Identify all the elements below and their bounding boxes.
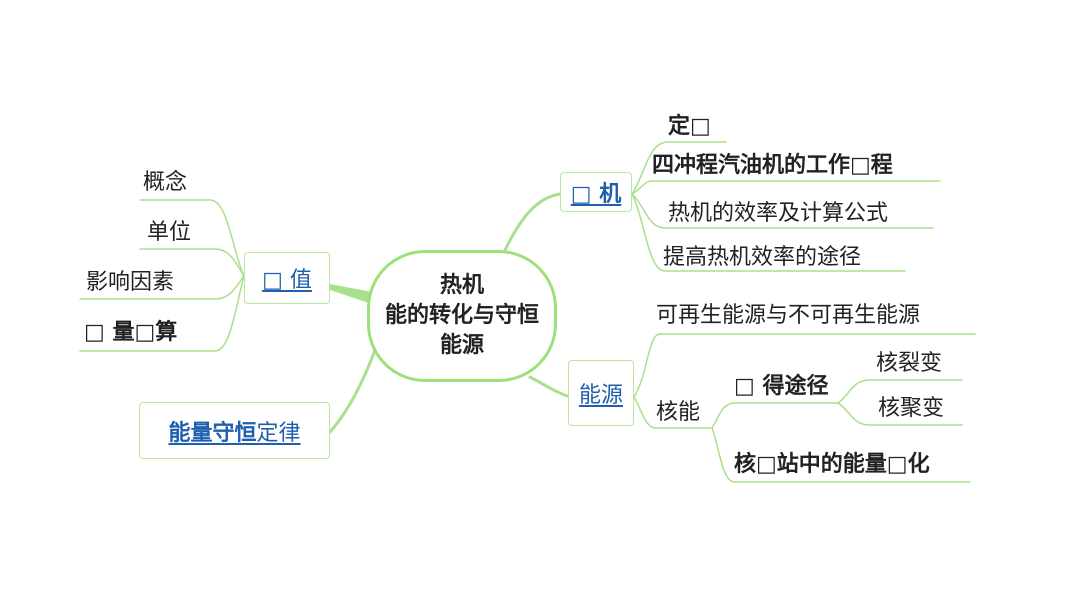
- nuclear-item-plant: 核□站中的能量□化: [734, 452, 930, 477]
- link-center-conservation: [328, 348, 377, 434]
- acquire-item-fusion: 核聚变: [878, 396, 945, 421]
- branch-heat-value[interactable]: □ 值: [244, 252, 330, 304]
- branch-conservation-link[interactable]: 能量守恒定律: [168, 415, 300, 447]
- link-engine-4stroke: [631, 180, 941, 195]
- link-engine-improve: [631, 193, 906, 272]
- value-item-concept: 概念: [143, 170, 188, 195]
- value-item-factors: 影响因素: [86, 270, 175, 295]
- link-energy-nuclear: [633, 396, 713, 429]
- link-center-energy-source: [528, 375, 572, 399]
- acquire-item-fission: 核裂变: [876, 351, 943, 376]
- engine-item-definition: 定□: [668, 114, 711, 139]
- link-acquire-fission: [837, 379, 963, 404]
- link-value-unit: [139, 248, 245, 277]
- branch-conservation-law[interactable]: 能量守恒定律: [139, 402, 330, 459]
- branch-heat-engine[interactable]: □ 机: [560, 172, 632, 212]
- nuclear-item-acquire: □ 得途径: [734, 374, 829, 399]
- link-value-factors: [79, 275, 245, 300]
- link-center-heat-engine: [503, 192, 562, 252]
- conservation-label-bold: 能量守恒: [168, 420, 257, 446]
- link-nuclear-acquire: [711, 402, 839, 429]
- center-line-2: 能的转化与守恒: [384, 303, 539, 328]
- branch-heat-value-link[interactable]: □ 值: [262, 268, 312, 293]
- link-engine-def: [631, 141, 727, 195]
- link-value-calc: [79, 275, 245, 352]
- link-value-concept: [139, 199, 245, 277]
- value-item-calc: □ 量□算: [84, 320, 178, 345]
- link-center-heat-value-taper: [330, 284, 372, 304]
- link-energy-renewable: [633, 333, 976, 398]
- center-line-3: 能源: [439, 333, 484, 358]
- conservation-label-rest: 定律: [256, 420, 301, 446]
- branch-heat-engine-link[interactable]: □ 机: [570, 182, 622, 207]
- branch-energy-source[interactable]: 能源: [568, 360, 634, 426]
- engine-item-four-stroke: 四冲程汽油机的工作□程: [652, 153, 893, 178]
- center-line-1: 热机: [439, 273, 484, 298]
- center-topic: 热机 能的转化与守恒 能源: [367, 250, 557, 382]
- value-item-unit: 单位: [147, 220, 192, 245]
- energy-item-nuclear: 核能: [656, 400, 701, 425]
- link-engine-efficiency: [631, 193, 934, 229]
- engine-item-improve: 提高热机效率的途径: [663, 245, 862, 270]
- link-acquire-fusion: [837, 402, 963, 426]
- engine-item-efficiency: 热机的效率及计算公式: [668, 201, 889, 226]
- branch-energy-source-link[interactable]: 能源: [578, 383, 623, 408]
- link-nuclear-plant: [711, 427, 971, 483]
- energy-item-renewable: 可再生能源与不可再生能源: [656, 303, 921, 328]
